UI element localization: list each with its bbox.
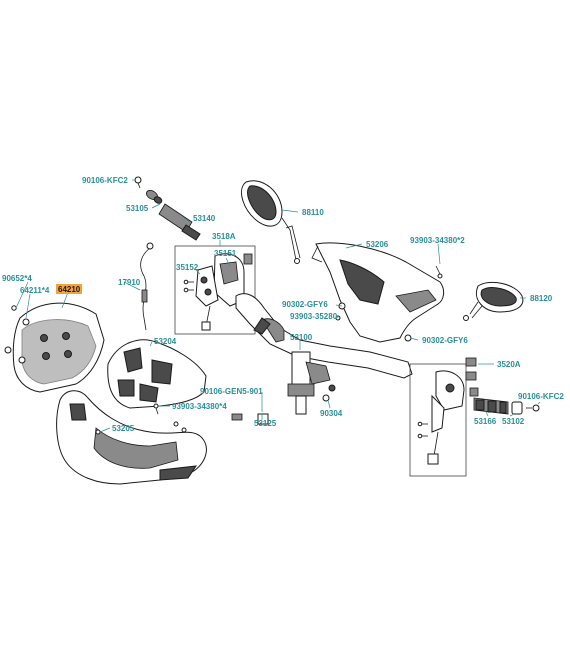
label-53125: 53125 xyxy=(254,419,277,428)
label-93903-34380-2: 93903-34380*2 xyxy=(410,236,465,245)
label-53204: 53204 xyxy=(154,337,177,346)
right-mirror[interactable] xyxy=(463,281,524,321)
label-53140: 53140 xyxy=(193,214,216,223)
label-3520a: 3520A xyxy=(497,360,521,369)
left-switch-assembly[interactable] xyxy=(174,245,256,335)
windscreen[interactable] xyxy=(4,302,105,393)
label-53206: 53206 xyxy=(366,240,389,249)
throttle-cable[interactable] xyxy=(140,242,154,331)
label-35151: 35151 xyxy=(214,249,237,258)
highlight-64210 xyxy=(56,284,82,294)
left-grip-assembly[interactable] xyxy=(134,176,201,241)
part-labels: 90106-KFC2 53105 53140 88110 3518A 35151… xyxy=(2,176,564,433)
label-53105: 53105 xyxy=(126,204,149,213)
center-fasteners[interactable] xyxy=(153,302,412,425)
label-64211-4: 64211*4 xyxy=(20,286,50,295)
lower-handle-cover[interactable] xyxy=(56,390,207,485)
label-90302-gfy6-a: 90302-GFY6 xyxy=(282,300,328,309)
label-90302-gfy6-b: 90302-GFY6 xyxy=(422,336,468,345)
front-handle-cover[interactable] xyxy=(107,339,207,409)
leader-lines xyxy=(15,179,541,433)
label-88110: 88110 xyxy=(302,208,324,217)
right-grip-assembly[interactable] xyxy=(473,397,540,415)
right-switch-assembly[interactable] xyxy=(409,357,479,477)
handlebar[interactable] xyxy=(235,293,413,415)
rear-handle-cover[interactable] xyxy=(311,242,445,343)
left-mirror[interactable] xyxy=(241,180,301,264)
label-53205: 53205 xyxy=(112,424,135,433)
label-3518a: 3518A xyxy=(212,232,236,241)
label-17910: 17910 xyxy=(118,278,141,287)
label-93903-34380-4: 93903-34380*4 xyxy=(172,402,227,411)
label-90652-4: 90652*4 xyxy=(2,274,32,283)
label-93903-35280: 93903-35280 xyxy=(290,312,338,321)
label-53102: 53102 xyxy=(502,417,525,426)
label-90106-kfc2-right: 90106-KFC2 xyxy=(518,392,564,401)
label-88120: 88120 xyxy=(530,294,553,303)
label-53166: 53166 xyxy=(474,417,497,426)
label-90106-kfc2-top: 90106-KFC2 xyxy=(82,176,128,185)
label-53100: 53100 xyxy=(290,333,313,342)
label-35152: 35152 xyxy=(176,263,199,272)
label-90106-gen5-901: 90106-GEN5-901 xyxy=(200,387,263,396)
label-90304: 90304 xyxy=(320,409,343,418)
label-64210: 64210 xyxy=(58,285,81,294)
